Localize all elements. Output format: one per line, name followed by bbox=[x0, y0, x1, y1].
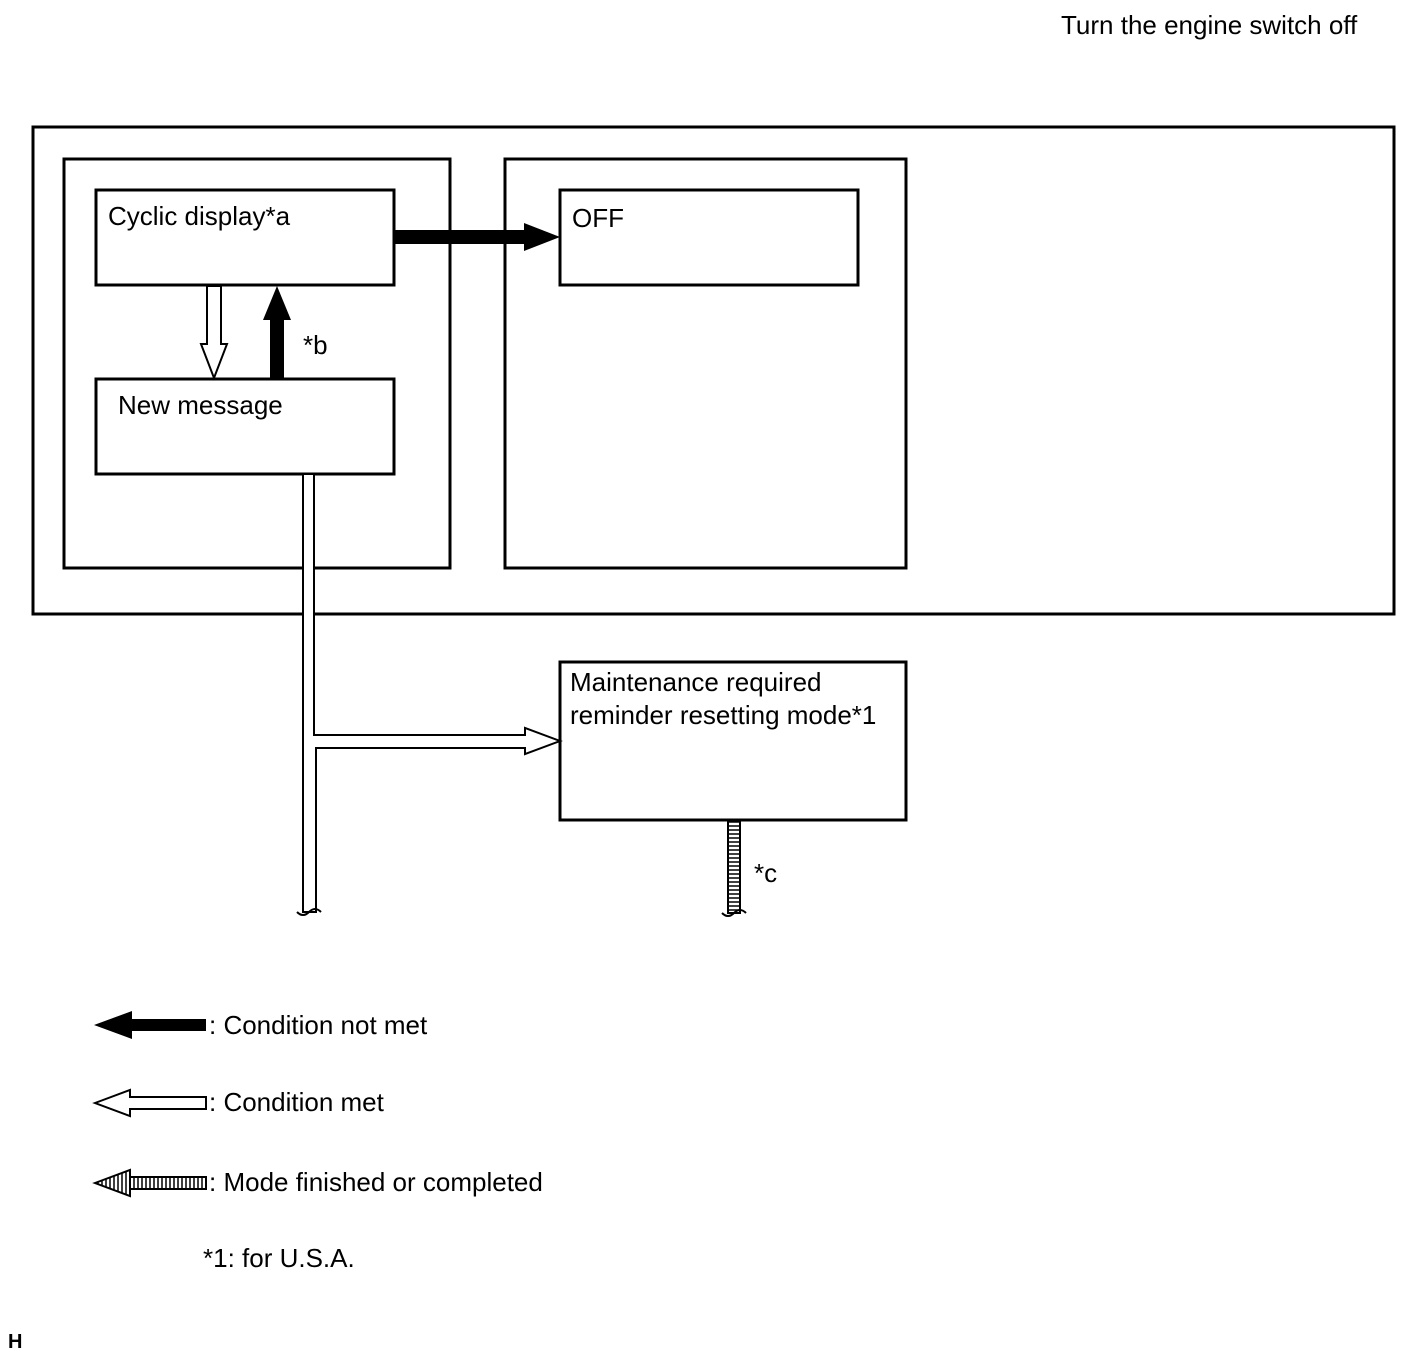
page-title: Turn the engine switch off bbox=[1061, 10, 1358, 40]
off-label: OFF bbox=[572, 203, 624, 233]
note-c: *c bbox=[754, 858, 778, 888]
legend-condition-not-met: : Condition not met bbox=[209, 1010, 428, 1040]
corner-code: H bbox=[8, 1331, 23, 1353]
legend-mode-finished: : Mode finished or completed bbox=[209, 1167, 543, 1197]
maintenance-label-line2: reminder resetting mode*1 bbox=[570, 700, 877, 730]
right-group-frame bbox=[503, 157, 908, 570]
left-group-frame bbox=[62, 157, 452, 570]
maintenance-label-line1: Maintenance required bbox=[570, 667, 822, 697]
outer-frame bbox=[31, 125, 1396, 616]
arrow-new-message-to-cyclic bbox=[263, 286, 291, 379]
arrow-cyclic-to-new-message bbox=[199, 285, 229, 381]
legend-footnote: *1: for U.S.A. bbox=[203, 1243, 355, 1273]
cyclic-display-box bbox=[94, 188, 396, 287]
legend-black-arrow-icon bbox=[94, 1011, 206, 1039]
legend-condition-met: : Condition met bbox=[209, 1087, 384, 1117]
new-message-box bbox=[94, 377, 396, 476]
off-box bbox=[558, 188, 860, 287]
note-b: *b bbox=[303, 330, 328, 360]
legend-white-arrow-icon bbox=[92, 1088, 207, 1118]
arrow-cyclic-to-off bbox=[394, 223, 560, 251]
new-message-label: New message bbox=[118, 390, 283, 420]
legend-hatched-arrow-icon bbox=[92, 1168, 207, 1198]
cyclic-display-label: Cyclic display*a bbox=[108, 201, 291, 231]
arrow-new-message-to-maintenance bbox=[296, 473, 563, 916]
arrow-maintenance-finished bbox=[721, 820, 747, 917]
